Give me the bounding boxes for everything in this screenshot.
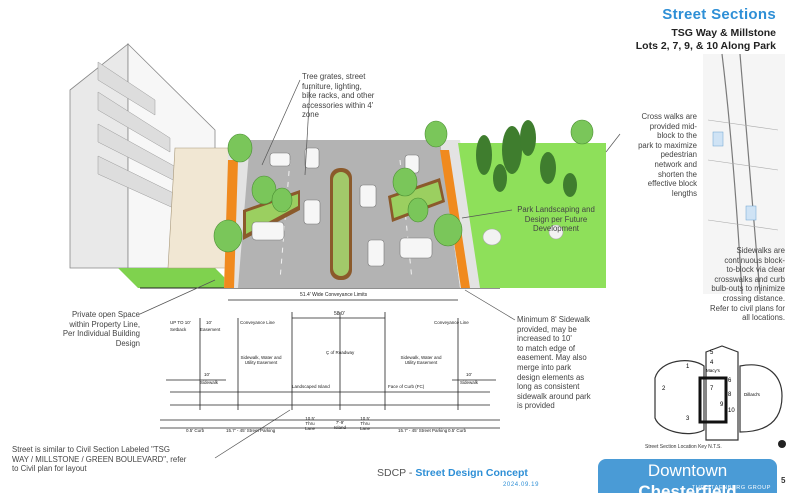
label-setback: Setback — [170, 327, 187, 332]
label-centerline: Ç of Roadway — [326, 350, 355, 355]
key-lot-10: 10 — [728, 408, 735, 414]
park-shrub — [482, 228, 502, 246]
key-lot-1: 1 — [686, 364, 690, 370]
park-tree — [476, 135, 492, 175]
street-tree — [392, 167, 418, 197]
footer-concept: SDCP - Street Design Concept — [377, 467, 528, 479]
site-plan — [703, 53, 785, 295]
label-curb-left: 0.5' Curb — [186, 428, 205, 433]
park-shrub — [548, 224, 564, 240]
perspective-rendering — [69, 43, 606, 289]
car — [269, 152, 291, 167]
label-easement: Easement — [200, 327, 221, 332]
label-easement-dim: 10' — [206, 320, 212, 325]
page-title: Street Sections — [662, 6, 776, 23]
park-tree — [502, 126, 522, 174]
label-sidewalk-dim-right: 10' — [466, 372, 472, 377]
section-dimensions — [160, 299, 500, 429]
key-lot-8: 8 — [728, 392, 732, 398]
key-lot-9: 9 — [720, 402, 724, 408]
key-lot-4: 4 — [710, 360, 714, 366]
label-conveyance: 51.4' Wide Conveyance Limits — [300, 292, 368, 298]
car — [251, 221, 285, 241]
label-sidewalk-dim-left: 10' — [204, 372, 210, 377]
key-label-macys: Macy's — [706, 368, 720, 373]
label-conveyance-line-left: Conveyance Line — [240, 320, 275, 325]
car — [359, 184, 377, 208]
park-tree — [540, 152, 556, 184]
street-tree — [227, 133, 253, 163]
street-tree — [570, 119, 594, 145]
brand-logo: Downtown Chesterfield THE STAENBERG GROU… — [598, 459, 777, 501]
annotation-civil-section: Street is similar to Civil Section Label… — [12, 445, 187, 474]
key-lot-2: 2 — [662, 386, 666, 392]
label-landscaped-island: Landscaped Island — [292, 384, 330, 389]
park-tree — [493, 164, 507, 192]
label-parking-left: 15.7' - 45' Street Parking — [226, 428, 276, 433]
park-tree — [563, 173, 577, 197]
label-setback-dim: UP TO 10' — [170, 320, 191, 325]
location-key-map — [654, 345, 786, 448]
label-curb-right: 0.5' Curb — [448, 428, 467, 433]
label-sidewalk-right: Sidewalk — [460, 380, 479, 385]
label-sidewalk-utility-right: Sidewalk, Water and Utility Easement — [400, 355, 442, 365]
private-space-lawn — [118, 268, 235, 288]
park-tree — [520, 120, 536, 156]
key-label-dillards: Dillard's — [744, 392, 760, 397]
car — [399, 237, 433, 259]
street-tree — [271, 187, 293, 213]
page-subtitle-line2: Lots 2, 7, 9, & 10 Along Park — [635, 40, 776, 52]
car — [367, 239, 385, 267]
street-tree — [213, 219, 243, 253]
page-number: 5 — [781, 476, 786, 485]
label-face-of-curb: Face of Curb (FC) — [388, 384, 425, 389]
label-conveyance-line-right: Conveyance Line — [434, 320, 469, 325]
footer-date: 2024.09.19 — [503, 482, 540, 488]
key-map-caption: Street Section Location Key N.T.S. — [645, 444, 722, 450]
page-subtitle-line1: TSG Way & Millstone — [671, 27, 776, 39]
street-tree — [424, 120, 448, 148]
street-tree — [433, 213, 463, 247]
label-parking-right: 15.7' - 45' Street Parking — [398, 428, 448, 433]
key-lot-3: 3 — [686, 416, 690, 422]
car — [303, 199, 321, 225]
key-lot-5: 5 — [710, 350, 714, 356]
label-row-width: 58.0' — [334, 311, 345, 317]
label-island: 7'-9'Island — [334, 420, 347, 430]
key-lot-7: 7 — [710, 386, 714, 392]
car — [304, 147, 320, 169]
key-lot-6: 6 — [728, 378, 732, 384]
label-sidewalk-utility-left: Sidewalk, Water and Utility Easement — [240, 355, 282, 365]
label-sidewalk-left: Sidewalk — [200, 380, 219, 385]
street-tree — [407, 197, 429, 223]
